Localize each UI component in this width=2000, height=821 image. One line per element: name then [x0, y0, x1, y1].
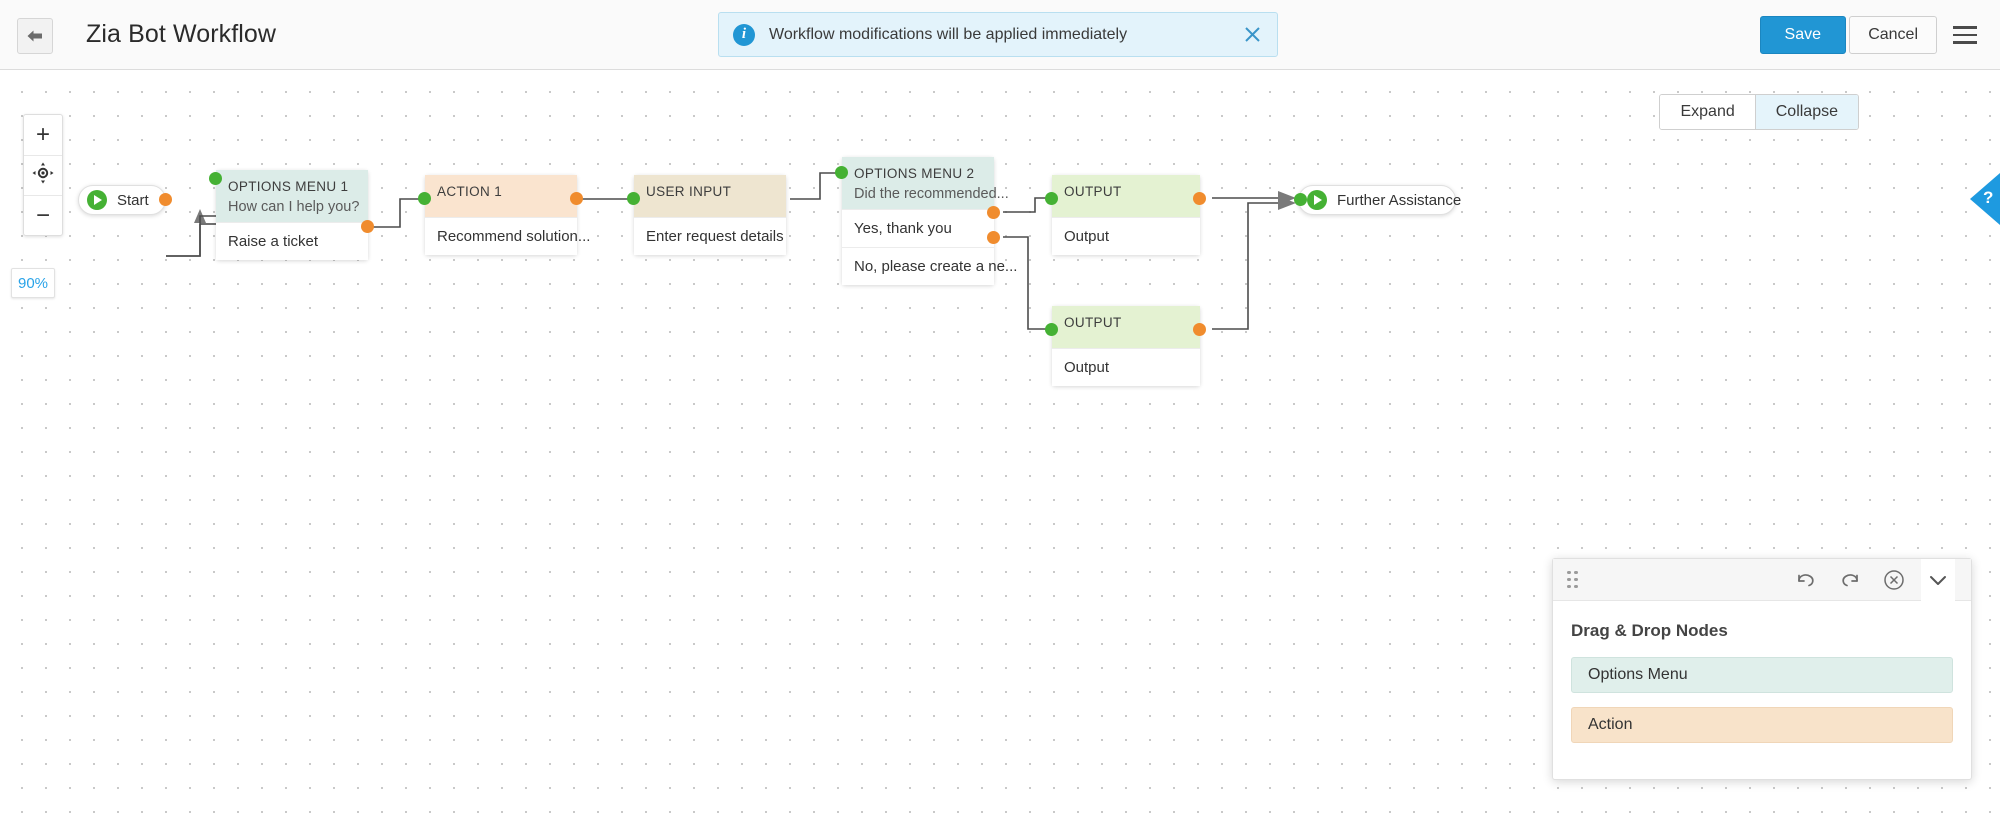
hamburger-menu-icon[interactable]	[1948, 18, 1982, 52]
drag-drop-panel: Drag & Drop Nodes Options Menu Action	[1552, 558, 1972, 780]
port-out-start[interactable]	[159, 193, 172, 206]
recenter-button[interactable]	[24, 155, 62, 195]
port-in-options-menu-1[interactable]	[209, 172, 222, 185]
dd-item-options-menu[interactable]: Options Menu	[1571, 657, 1953, 693]
port-in-options-menu-2[interactable]	[835, 166, 848, 179]
redo-icon[interactable]	[1839, 570, 1861, 590]
node-action-1[interactable]: ACTION 1 Recommend solution...	[425, 175, 590, 255]
node-action-row[interactable]: Recommend solution...	[425, 217, 590, 255]
undo-icon[interactable]	[1795, 570, 1817, 590]
collapse-button[interactable]: Collapse	[1754, 95, 1858, 129]
node-output-row[interactable]: Output	[1052, 348, 1200, 386]
panel-title: Drag & Drop Nodes	[1571, 621, 1728, 640]
port-in-output-1[interactable]	[1045, 192, 1058, 205]
port-out-output-1[interactable]	[1193, 192, 1206, 205]
node-output-row[interactable]: Output	[1052, 217, 1200, 255]
node-options-menu-2-header: OPTIONS MENU 2 Did the recommended...	[842, 157, 1009, 209]
node-output-2[interactable]: OUTPUT Output	[1052, 306, 1200, 386]
workflow-canvas[interactable]: + − 90% Expand Collapse ?	[0, 70, 2000, 821]
port-out-output-2[interactable]	[1193, 323, 1206, 336]
node-start-label: Start	[117, 191, 149, 209]
node-option-row[interactable]: No, please create a ne...	[842, 247, 1017, 285]
panel-body: Drag & Drop Nodes Options Menu Action	[1553, 601, 1971, 779]
canvas-left-margin	[0, 70, 6, 821]
play-icon	[1307, 190, 1327, 210]
cancel-button[interactable]: Cancel	[1849, 16, 1937, 54]
node-user-input-header: USER INPUT	[634, 175, 786, 217]
node-options-menu-1[interactable]: OPTIONS MENU 1 How can I help you? Raise…	[216, 170, 368, 260]
back-arrow-icon	[26, 28, 44, 44]
port-out-options-menu-2-option-1[interactable]	[987, 231, 1000, 244]
zoom-controls: + −	[23, 114, 63, 236]
port-out-options-menu-2-option-0[interactable]	[987, 206, 1000, 219]
port-out-options-menu-1-option-0[interactable]	[361, 220, 374, 233]
help-tab[interactable]: ?	[1970, 173, 2000, 225]
node-output-1-header: OUTPUT	[1052, 175, 1200, 217]
panel-header[interactable]	[1553, 559, 1971, 601]
drag-grip-icon[interactable]	[1567, 570, 1578, 589]
node-kind-label: OPTIONS MENU 2	[854, 166, 975, 181]
node-options-menu-1-header: OPTIONS MENU 1 How can I help you?	[216, 170, 368, 222]
node-kind-label: OPTIONS MENU 1	[228, 179, 349, 194]
dd-item-action[interactable]: Action	[1571, 707, 1953, 743]
port-in-further-assistance[interactable]	[1294, 193, 1307, 206]
port-in-output-2[interactable]	[1045, 323, 1058, 336]
node-output-1[interactable]: OUTPUT Output	[1052, 175, 1200, 255]
back-button[interactable]	[17, 18, 53, 54]
crosshair-target-icon	[32, 162, 54, 189]
page-title: Zia Bot Workflow	[86, 20, 277, 48]
port-in-user-input[interactable]	[627, 192, 640, 205]
port-out-action-1[interactable]	[570, 192, 583, 205]
node-user-input[interactable]: USER INPUT Enter request details	[634, 175, 786, 255]
node-kind-label: OUTPUT	[1064, 315, 1122, 330]
play-icon	[87, 190, 107, 210]
zoom-out-button[interactable]: −	[24, 195, 62, 235]
view-toggle-group: Expand Collapse	[1659, 94, 1859, 130]
zoom-level-indicator[interactable]: 90%	[11, 268, 55, 298]
node-further-assistance[interactable]: Further Assistance	[1298, 185, 1461, 215]
question-mark-icon	[1970, 173, 2000, 225]
clear-circle-icon[interactable]	[1883, 569, 1905, 591]
node-user-input-row[interactable]: Enter request details	[634, 217, 786, 255]
node-prompt: How can I help you?	[228, 199, 360, 215]
node-option-row[interactable]: Raise a ticket	[216, 222, 368, 260]
node-further-assistance-label: Further Assistance	[1337, 191, 1462, 209]
zoom-in-button[interactable]: +	[35, 121, 50, 148]
banner-message: Workflow modifications will be applied i…	[769, 25, 1128, 43]
top-bar: Zia Bot Workflow i Workflow modification…	[0, 0, 2000, 70]
node-prompt: Did the recommended...	[854, 186, 1009, 202]
node-kind-label: ACTION 1	[437, 184, 503, 199]
node-kind-label: OUTPUT	[1064, 184, 1122, 199]
node-options-menu-2[interactable]: OPTIONS MENU 2 Did the recommended... Ye…	[842, 157, 1017, 285]
node-start[interactable]: Start	[78, 185, 166, 215]
node-output-2-header: OUTPUT	[1052, 306, 1200, 348]
close-icon[interactable]	[1239, 22, 1265, 48]
node-action-1-header: ACTION 1	[425, 175, 577, 217]
panel-action-group	[1795, 559, 1905, 601]
chevron-down-icon[interactable]	[1921, 559, 1955, 601]
save-button[interactable]: Save	[1759, 16, 1846, 54]
help-glyph: ?	[1983, 188, 1994, 207]
port-in-action-1[interactable]	[418, 192, 431, 205]
node-option-row[interactable]: Yes, thank you	[842, 209, 994, 247]
expand-button[interactable]: Expand	[1660, 95, 1755, 129]
info-banner: i Workflow modifications will be applied…	[718, 12, 1278, 57]
node-kind-label: USER INPUT	[646, 184, 732, 199]
info-icon: i	[733, 23, 755, 46]
